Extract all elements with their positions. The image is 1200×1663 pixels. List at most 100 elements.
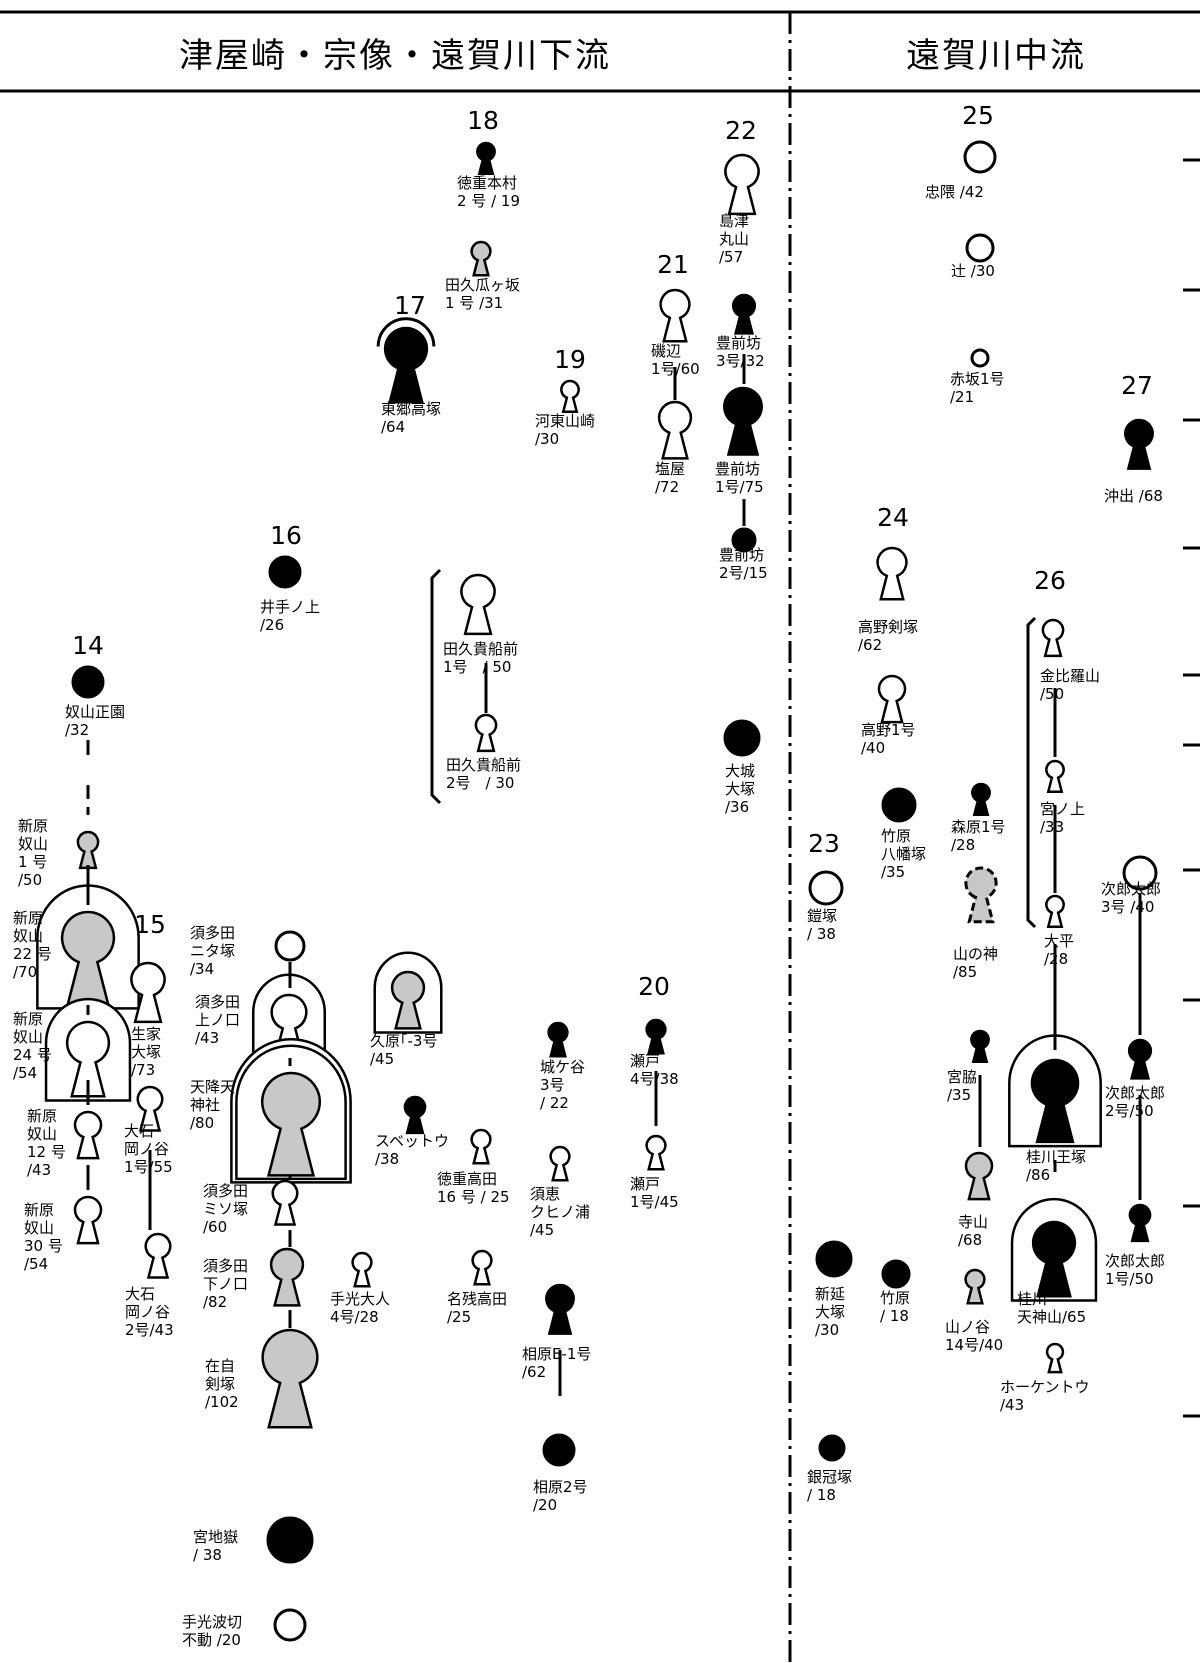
tomb-keyhole — [403, 1095, 427, 1135]
tomb-label: 相原E-1号 /62 — [522, 1345, 592, 1381]
tomb-label: 竹原 / 18 — [880, 1289, 911, 1325]
tomb-label: 沖出 /68 — [1104, 487, 1163, 505]
tomb-label: 森原1号 /28 — [951, 818, 1006, 854]
tomb-circle — [818, 1434, 846, 1462]
tomb-label: 須恵 クヒノ浦 /45 — [530, 1185, 591, 1239]
tomb-label: 銀冠塚 / 18 — [807, 1468, 853, 1504]
tomb-label: 辻 /30 — [951, 262, 995, 280]
tomb-keyhole — [724, 153, 760, 216]
group-number: 22 — [725, 116, 757, 145]
tomb-label: ホーケントウ /43 — [1000, 1378, 1090, 1414]
tomb-label: 山の神 /85 — [953, 945, 999, 981]
bracket — [1026, 616, 1037, 929]
tomb-keyhole — [1008, 1034, 1102, 1148]
group-number: 14 — [72, 631, 104, 660]
group-number: 23 — [808, 829, 840, 858]
tomb-keyhole — [144, 1232, 172, 1279]
tomb-keyhole — [470, 240, 492, 277]
tomb-label: 徳重本村 2 号 / 19 — [457, 174, 520, 210]
tomb-label: 山ノ谷 14号/40 — [945, 1318, 1004, 1354]
tomb-keyhole — [44, 997, 132, 1102]
tomb-label: 相原2号 /20 — [533, 1478, 588, 1514]
tomb-keyhole — [130, 961, 166, 1024]
tomb-label: 忠隈 /42 — [925, 183, 984, 201]
tomb-label: 名残高田 /25 — [447, 1290, 508, 1326]
tomb-label: 新原 奴山 1 号 /50 — [18, 817, 49, 889]
tomb-label: 磯辺 1号/60 — [651, 342, 700, 378]
tomb-keyhole — [964, 1151, 994, 1201]
tomb-label: 豊前坊 2号/15 — [719, 546, 768, 582]
tomb-label: 奴山正園 /32 — [65, 703, 126, 739]
tomb-label: 新延 大塚 /30 — [815, 1285, 846, 1339]
tomb-keyhole — [964, 866, 998, 924]
group-number: 24 — [877, 503, 909, 532]
tomb-label: 高野剣塚 /62 — [858, 618, 919, 654]
tomb-keyhole — [471, 1249, 493, 1286]
tomb-keyhole — [1128, 1203, 1152, 1243]
tomb-label: 次郎太郎 3号 /40 — [1101, 880, 1162, 916]
tomb-label: 金比羅山 /50 — [1040, 667, 1101, 703]
tomb-label: 須多田 下ノ口 /82 — [203, 1257, 249, 1311]
tomb-keyhole — [76, 830, 100, 870]
tomb-label: 東郷高塚 /64 — [381, 400, 442, 436]
tomb-label: 瀬戸 4号/38 — [630, 1052, 679, 1088]
tomb-keyhole — [1127, 1038, 1153, 1080]
tomb-keyhole — [560, 379, 580, 413]
tomb-keyhole — [460, 573, 496, 636]
tomb-label: 宮地嶽 / 38 — [193, 1528, 239, 1564]
tomb-label: 寺山 /68 — [958, 1213, 989, 1249]
tomb-keyhole — [476, 141, 496, 175]
tomb-keyhole — [659, 288, 691, 343]
tomb-keyhole — [271, 1179, 299, 1226]
tomb-label: 大石 岡ノ谷 2号/43 — [125, 1285, 174, 1339]
tomb-label: 豊前坊 1号/75 — [715, 460, 764, 496]
tomb-circle — [723, 719, 761, 757]
tomb-keyhole — [373, 951, 443, 1034]
tomb-label: 生家 大塚 /73 — [131, 1025, 162, 1079]
tomb-label: スベットウ /38 — [375, 1132, 449, 1168]
tomb-label: 次郎太郎 2号/50 — [1105, 1084, 1166, 1120]
tomb-circle — [274, 930, 306, 962]
tomb-label: 豊前坊 3号/32 — [716, 334, 765, 370]
tomb-label: 塩屋 /72 — [655, 460, 686, 496]
tomb-keyhole — [723, 386, 763, 456]
tomb-label: 瀬戸 1号/45 — [630, 1175, 679, 1211]
group-number: 26 — [1034, 566, 1066, 595]
group-number: 27 — [1121, 371, 1153, 400]
tomb-label: 高野1号 /40 — [861, 721, 916, 757]
tomb-keyhole — [1045, 1342, 1065, 1374]
tomb-keyhole — [964, 1268, 986, 1305]
tomb-keyhole — [1041, 618, 1065, 658]
tomb-label: 田久貴船前 1号 / 50 — [443, 640, 519, 676]
bracket — [430, 568, 442, 805]
tomb-label: 井手ノ上 /26 — [260, 598, 321, 634]
tomb-keyhole — [36, 884, 140, 1010]
tomb-keyhole — [657, 400, 693, 460]
tomb-label: 天降天 神社 /80 — [190, 1078, 236, 1132]
tomb-keyhole — [470, 1128, 492, 1165]
tomb-keyhole — [549, 1145, 571, 1182]
group-number: 25 — [962, 101, 994, 130]
tomb-keyhole — [376, 317, 436, 404]
tomb-label: 桂川王塚 /86 — [1026, 1148, 1087, 1184]
group-number: 18 — [467, 106, 499, 135]
tomb-keyhole — [261, 1328, 319, 1429]
tomb-circle — [881, 787, 917, 823]
tomb-label: 新原 奴山 12 号 /43 — [27, 1107, 66, 1179]
tomb-keyhole — [1124, 418, 1154, 470]
tomb-label: 田久瓜ヶ坂 1 号 /31 — [445, 276, 521, 312]
tomb-circle — [731, 527, 757, 553]
tomb-label: 次郎太郎 1号/50 — [1105, 1252, 1166, 1288]
tomb-label: 徳重高田 16 号 / 25 — [437, 1170, 510, 1206]
group-number: 21 — [657, 250, 689, 279]
tomb-keyhole — [971, 782, 991, 816]
tomb-keyhole — [73, 1110, 103, 1160]
tomb-circle — [808, 870, 844, 906]
tomb-keyhole — [136, 1085, 164, 1132]
tomb-keyhole — [474, 713, 498, 753]
tomb-circle — [881, 1259, 911, 1289]
tomb-keyhole — [547, 1021, 569, 1058]
tomb-label: 須多田 上ノ口 /43 — [195, 993, 241, 1047]
tomb-label: 鎧塚 / 38 — [807, 907, 838, 943]
